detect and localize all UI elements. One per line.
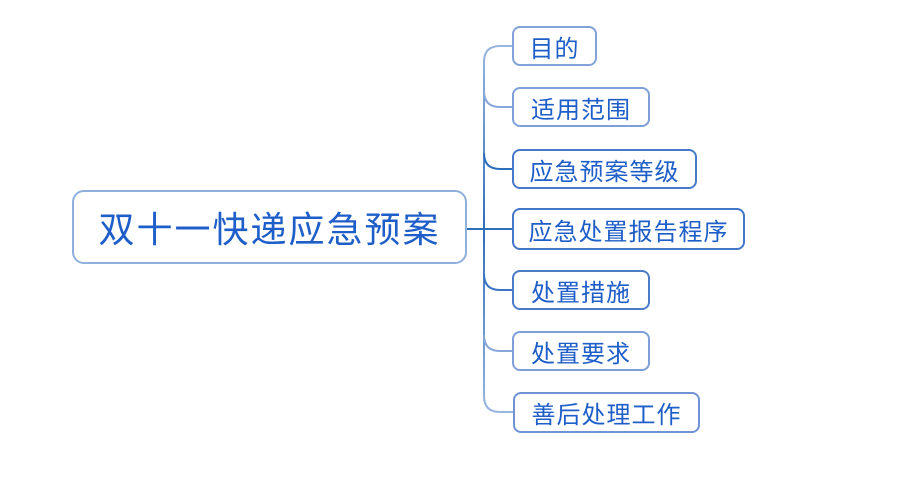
connector-branch-requirements [483,334,512,352]
node-report-procedure-label: 应急处置报告程序 [528,219,729,246]
node-purpose[interactable]: 目的 [512,26,597,66]
node-aftermath-label: 善后处理工作 [531,403,682,429]
node-report-procedure[interactable]: 应急处置报告程序 [512,208,745,250]
connector-branch-plan-level [483,152,512,170]
node-aftermath[interactable]: 善后处理工作 [513,392,700,433]
node-requirements-label: 处置要求 [531,341,631,368]
node-scope[interactable]: 适用范围 [512,87,650,127]
node-measures[interactable]: 处置措施 [512,270,650,310]
node-plan-level-label: 应急预案等级 [529,159,680,186]
root-node[interactable]: 双十一快递应急预案 [72,190,467,264]
node-scope-label: 适用范围 [531,97,631,124]
connector-branch-measures [483,273,512,291]
node-measures-label: 处置措施 [531,280,631,307]
node-plan-level[interactable]: 应急预案等级 [512,149,697,189]
root-node-label: 双十一快递应急预案 [98,210,441,250]
connector-branch-scope [483,90,512,108]
node-requirements[interactable]: 处置要求 [512,331,650,371]
node-purpose-label: 目的 [529,36,580,63]
